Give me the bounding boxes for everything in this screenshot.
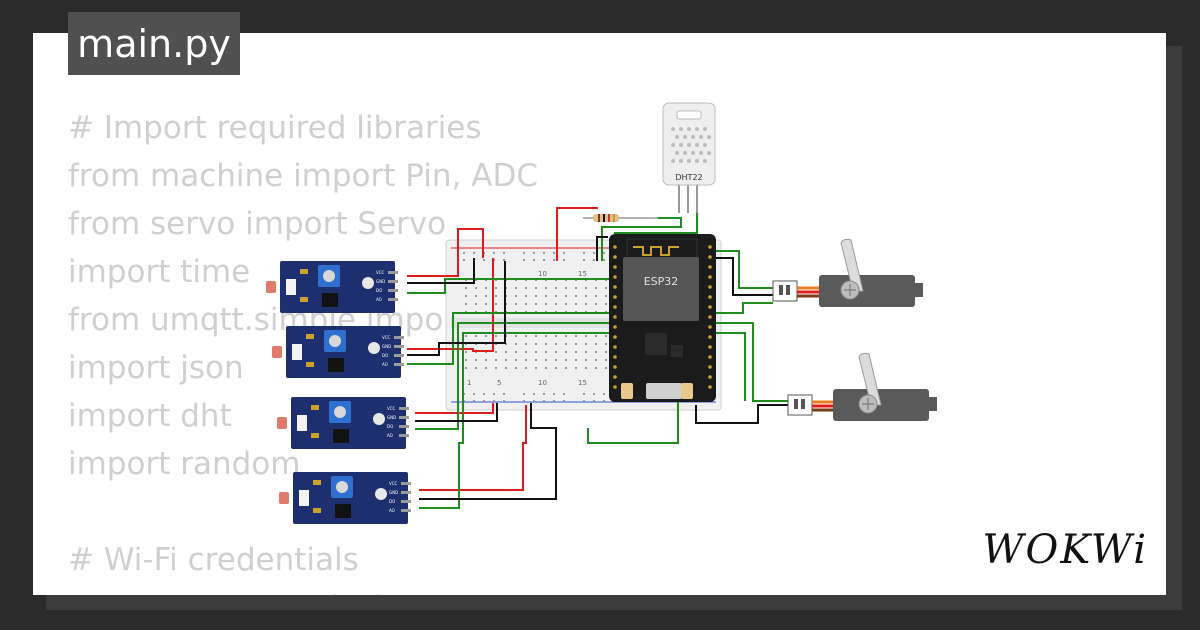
esp32-board[interactable]: ESP32 bbox=[609, 234, 716, 402]
ldr-pin-label: DO bbox=[382, 353, 388, 358]
ldr-pin-label: AO bbox=[376, 297, 382, 302]
servo-2[interactable] bbox=[787, 352, 937, 421]
esp32-label: ESP32 bbox=[644, 275, 679, 288]
bb-number: 10 bbox=[538, 270, 547, 278]
code-line: import dht bbox=[68, 398, 232, 434]
code-line: # Wi-Fi credentials bbox=[68, 542, 359, 578]
bb-number: 10 bbox=[538, 379, 547, 387]
bb-number: 5 bbox=[497, 379, 501, 387]
bb-number: 1 bbox=[467, 379, 471, 387]
ldr-pin-label: VCC bbox=[382, 335, 391, 340]
ldr-pin-label: GND bbox=[376, 279, 385, 284]
ldr-pin-label: DO bbox=[389, 499, 395, 504]
code-line: from machine import Pin, ADC bbox=[68, 158, 538, 194]
code-line: WIFI_SSID = "Wokwi-GUEST" bbox=[68, 584, 538, 595]
ldr-pin-label: AO bbox=[382, 362, 388, 367]
dht-grill bbox=[671, 127, 711, 163]
dht-label: DHT22 bbox=[675, 173, 702, 182]
code-preview: # Import required libraries from machine … bbox=[68, 104, 538, 595]
code-line: import random bbox=[68, 446, 301, 482]
bb-number: 15 bbox=[578, 379, 587, 387]
code-line: from servo import Servo bbox=[68, 206, 447, 242]
bb-number: 15 bbox=[578, 270, 587, 278]
code-line: # Import required libraries bbox=[68, 110, 482, 146]
circuit-diagram[interactable]: 10 15 30 1 5 10 15 30 a b c d e f g h i … bbox=[33, 33, 1166, 595]
ldr-pin-label: VCC bbox=[376, 270, 385, 275]
ldr-pin-label: GND bbox=[387, 415, 396, 420]
code-line: import time bbox=[68, 254, 251, 290]
ldr-module-4[interactable]: VCC GND DO AO bbox=[279, 472, 411, 524]
project-preview-card[interactable]: # Import required libraries from machine … bbox=[33, 33, 1166, 595]
ldr-pin-label: GND bbox=[382, 344, 391, 349]
code-line: import json bbox=[68, 350, 244, 386]
wokwi-logo: WOKWi bbox=[982, 527, 1148, 573]
ldr-pin-label: DO bbox=[387, 424, 393, 429]
dht22-sensor[interactable]: DHT22 bbox=[662, 102, 716, 213]
ldr-pin-label: AO bbox=[387, 433, 393, 438]
servo-1[interactable] bbox=[772, 238, 923, 307]
ldr-pin-label: DO bbox=[376, 288, 382, 293]
ldr-pin-label: AO bbox=[389, 508, 395, 513]
ldr-pin-label: GND bbox=[389, 490, 398, 495]
ldr-modules: VCC GND DO AO VCC GND DO AO VCC GND DO AO VCC GND DO AO bbox=[266, 261, 411, 524]
ldr-pin-label: VCC bbox=[387, 406, 396, 411]
esp32-pins bbox=[613, 245, 712, 389]
ldr-module-2[interactable]: VCC GND DO AO bbox=[272, 326, 404, 378]
resistor bbox=[583, 214, 658, 222]
file-tab-main-py[interactable]: main.py bbox=[68, 12, 240, 75]
wires bbox=[407, 207, 793, 509]
ldr-module-3[interactable]: VCC GND DO AO bbox=[277, 397, 409, 449]
ldr-pin-label: VCC bbox=[389, 481, 398, 486]
ldr-module-1[interactable]: VCC GND DO AO bbox=[266, 261, 398, 313]
